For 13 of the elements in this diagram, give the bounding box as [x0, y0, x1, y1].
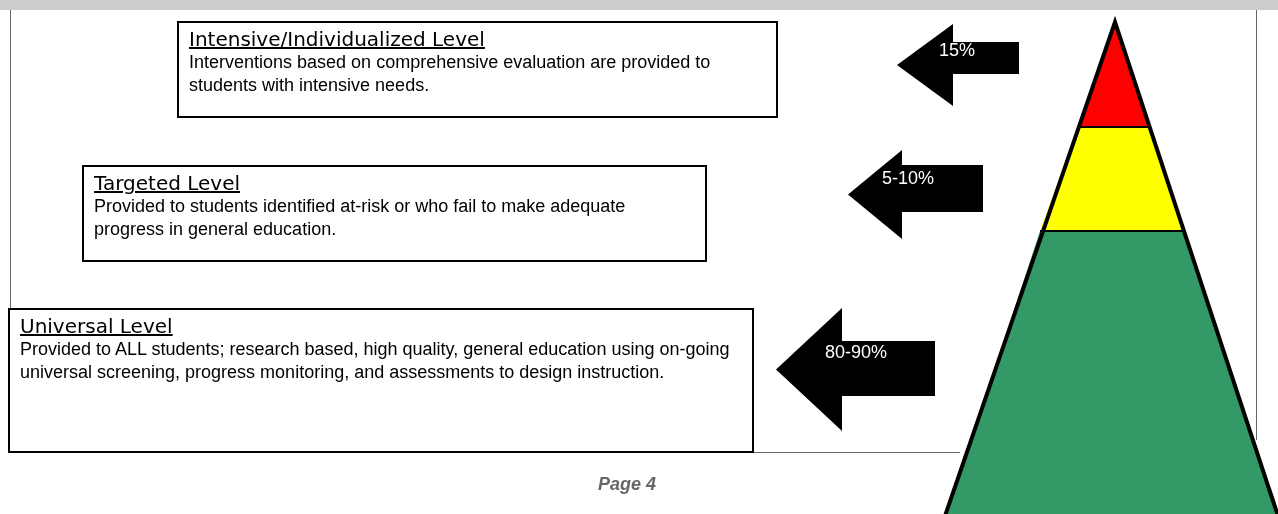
percentage-label: 5-10% [882, 168, 935, 189]
tier-heading: Universal Level [20, 314, 173, 338]
percentage-label: 80-90% [825, 342, 888, 363]
page-number: Page 4 [598, 474, 657, 495]
tier-description-box [82, 165, 707, 262]
tier-heading: Intensive/Individualized Level [189, 27, 485, 51]
tier-description-box [8, 308, 754, 453]
tier-description: Interventions based on comprehensive evaluation are provided to students with intensive needs. [189, 51, 712, 97]
percentage-label: 15% [939, 40, 976, 61]
tier-heading: Targeted Level [94, 171, 241, 195]
tier-description-box [177, 21, 778, 118]
tier-description: Provided to ALL students; research based, high quality, general education using on-going universal screening, progress monitoring, and assessments to design instruction. [20, 338, 731, 384]
tier-description: Provided to students identified at-risk or who fail to make adequate progress in general education. [94, 195, 627, 241]
